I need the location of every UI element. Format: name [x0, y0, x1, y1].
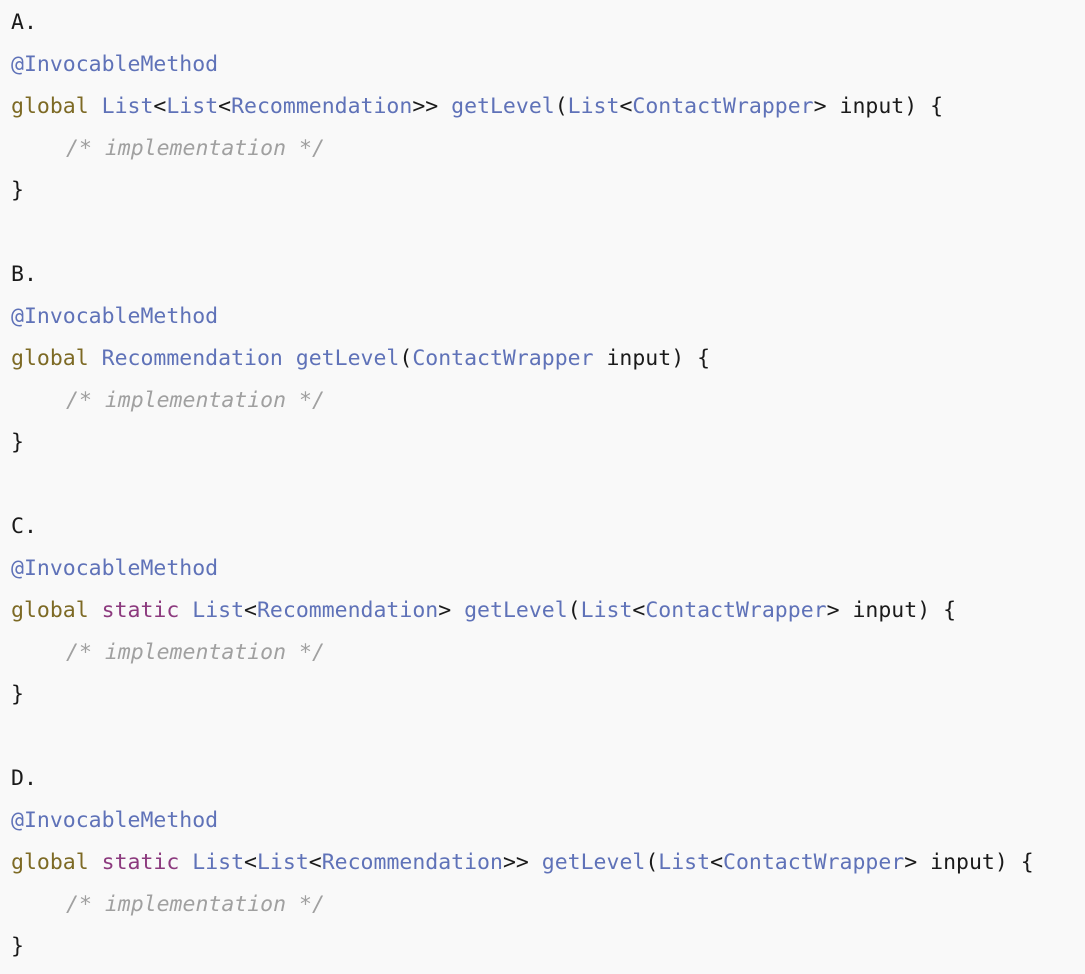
angle-open: < — [619, 94, 633, 119]
option-a: A. @InvocableMethod global List<List<Rec… — [11, 2, 943, 212]
keyword-global: global — [11, 598, 89, 623]
option-label: B. — [11, 254, 710, 296]
angle-open: < — [710, 850, 724, 875]
close-brace: } — [11, 430, 24, 455]
option-label: A. — [11, 2, 943, 44]
type-contact-wrapper: ContactWrapper — [723, 850, 905, 875]
annotation: @InvocableMethod — [11, 808, 219, 833]
option-label-text: B. — [11, 262, 37, 287]
annotation-line: @InvocableMethod — [11, 296, 710, 338]
comment: /* implementation */ — [66, 388, 325, 413]
type-list: List — [256, 850, 309, 875]
method-name: getLevel — [464, 598, 568, 623]
annotation: @InvocableMethod — [11, 52, 219, 77]
annotation-line: @InvocableMethod — [11, 800, 1034, 842]
type-contact-wrapper: ContactWrapper — [632, 94, 814, 119]
annotation: @InvocableMethod — [11, 304, 219, 329]
param-tail: input) { — [593, 346, 711, 371]
close-brace: } — [11, 682, 24, 707]
keyword-global: global — [11, 94, 89, 119]
type-contact-wrapper: ContactWrapper — [645, 598, 827, 623]
open-paren: ( — [645, 850, 659, 875]
angle-open: < — [244, 850, 257, 875]
type-recommendation: Recommendation — [256, 598, 439, 623]
keyword-global: global — [11, 346, 89, 371]
body-line: /* implementation */ — [11, 884, 1034, 926]
angle-close: >> — [412, 94, 439, 119]
angle-close: >> — [502, 850, 529, 875]
annotation-line: @InvocableMethod — [11, 44, 943, 86]
option-label: C. — [11, 506, 956, 548]
body-line: /* implementation */ — [11, 632, 956, 674]
type-list: List — [166, 94, 219, 119]
angle-open: < — [308, 850, 322, 875]
option-label-text: D. — [11, 766, 37, 791]
type-list: List — [567, 94, 620, 119]
keyword-static: static — [101, 598, 180, 623]
open-paren: ( — [567, 598, 581, 623]
close-brace: } — [11, 934, 24, 959]
comment: /* implementation */ — [66, 640, 325, 665]
signature-line: global Recommendation getLevel(ContactWr… — [11, 338, 710, 380]
option-label: D. — [11, 758, 1034, 800]
comment: /* implementation */ — [66, 136, 325, 161]
angle-close: > — [438, 598, 452, 623]
type-recommendation: Recommendation — [321, 850, 503, 875]
close-line: } — [11, 674, 956, 716]
open-paren: ( — [554, 94, 568, 119]
signature-line: global static List<List<Recommendation>>… — [11, 842, 1034, 884]
angle-open: < — [632, 598, 646, 623]
option-d: D. @InvocableMethod global static List<L… — [11, 758, 1034, 968]
option-b: B. @InvocableMethod global Recommendatio… — [11, 254, 710, 464]
param-tail: input) { — [917, 850, 1034, 875]
type-recommendation: Recommendation — [101, 346, 283, 371]
close-line: } — [11, 926, 1034, 968]
close-line: } — [11, 422, 710, 464]
signature-line: global static List<Recommendation> getLe… — [11, 590, 956, 632]
body-line: /* implementation */ — [11, 380, 710, 422]
angle-close: > — [904, 850, 918, 875]
option-label-text: A. — [11, 10, 37, 35]
method-name: getLevel — [295, 346, 400, 371]
type-list: List — [101, 94, 154, 119]
keyword-static: static — [101, 850, 180, 875]
angle-open: < — [244, 598, 257, 623]
type-list: List — [192, 850, 245, 875]
signature-line: global List<List<Recommendation>> getLev… — [11, 86, 943, 128]
close-brace: } — [11, 178, 24, 203]
comment: /* implementation */ — [66, 892, 325, 917]
type-list: List — [658, 850, 711, 875]
close-line: } — [11, 170, 943, 212]
method-name: getLevel — [541, 850, 646, 875]
method-name: getLevel — [451, 94, 555, 119]
type-recommendation: Recommendation — [231, 94, 413, 119]
keyword-global: global — [11, 850, 89, 875]
type-list: List — [192, 598, 245, 623]
annotation: @InvocableMethod — [11, 556, 219, 581]
angle-close: > — [813, 94, 827, 119]
annotation-line: @InvocableMethod — [11, 548, 956, 590]
param-tail: input) { — [826, 94, 944, 119]
angle-open: < — [218, 94, 232, 119]
open-paren: ( — [399, 346, 413, 371]
option-c: C. @InvocableMethod global static List<R… — [11, 506, 956, 716]
type-list: List — [580, 598, 633, 623]
body-line: /* implementation */ — [11, 128, 943, 170]
angle-open: < — [153, 94, 167, 119]
option-label-text: C. — [11, 514, 37, 539]
angle-close: > — [826, 598, 840, 623]
type-contact-wrapper: ContactWrapper — [412, 346, 594, 371]
param-tail: input) { — [839, 598, 957, 623]
